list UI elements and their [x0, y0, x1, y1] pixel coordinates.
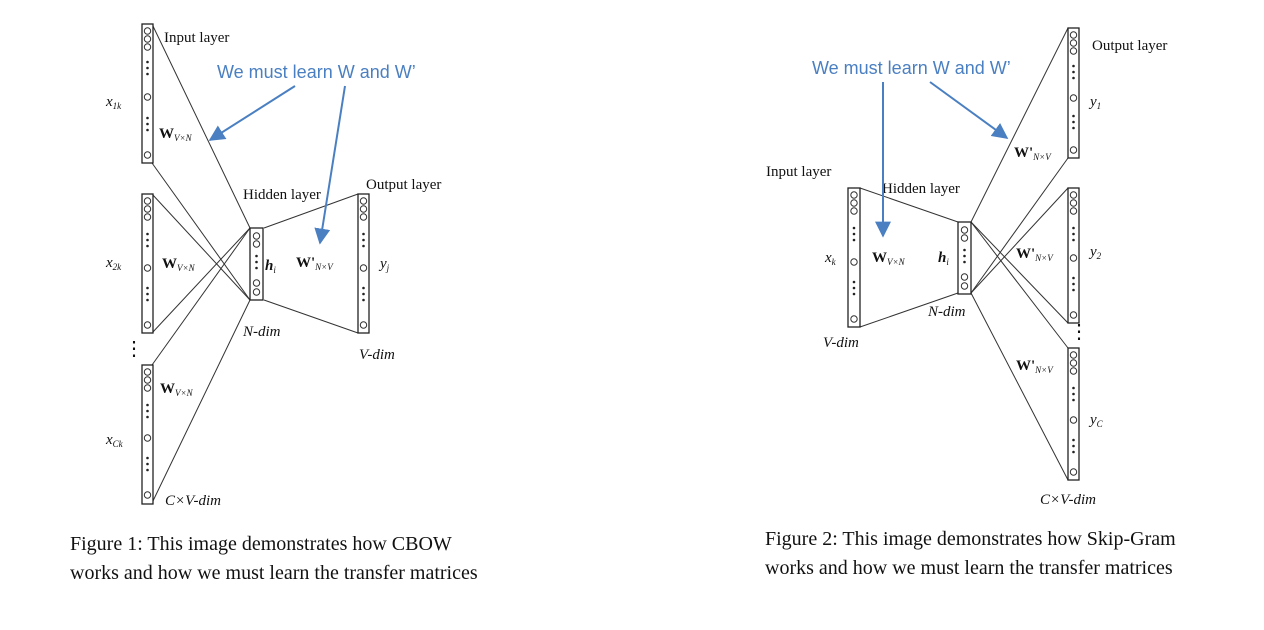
skipgram-output-layer-label: Output layer — [1092, 38, 1167, 54]
cbow-x1k-label: x1k — [105, 94, 122, 111]
skipgram-input-layer-label: Input layer — [766, 164, 831, 180]
cbow-diagram: Input layer Hidden layer Output layer x1… — [105, 23, 441, 509]
skipgram-output-vector-c — [1067, 347, 1080, 481]
cbow-input-layer-label: Input layer — [164, 30, 229, 46]
skipgram-cv-dim-label: C×V-dim — [1040, 492, 1096, 508]
skipgram-y2-label: y2 — [1088, 244, 1102, 261]
cbow-n-dim-label: N-dim — [242, 324, 281, 340]
cbow-input-vector-1 — [141, 23, 154, 164]
skipgram-hidden-layer-label: Hidden layer — [882, 181, 960, 197]
skipgram-wprime-label-c: W'N×V — [1016, 358, 1054, 375]
cbow-wprime-label: W'N×V — [296, 255, 334, 272]
cbow-ellipsis: ⋮ — [124, 338, 144, 360]
cbow-w-label-1: WV×N — [159, 126, 193, 143]
cbow-output-layer-label: Output layer — [366, 177, 441, 193]
cbow-input-vector-c — [141, 364, 154, 505]
skipgram-w-label: WV×N — [872, 250, 906, 267]
cbow-cv-dim-label: C×V-dim — [165, 493, 221, 509]
cbow-arrow-to-w — [208, 85, 296, 141]
cbow-x2k-label: x2k — [105, 255, 122, 272]
skipgram-output-vector-1 — [1067, 27, 1080, 159]
skipgram-h-label: hi — [938, 250, 949, 267]
cbow-v-dim-label: V-dim — [359, 347, 395, 363]
cbow-arrow-to-wprime — [314, 85, 346, 245]
cbow-input-vector-2 — [141, 193, 154, 334]
skipgram-xk-label: xk — [824, 250, 837, 267]
cbow-w-label-2: WV×N — [162, 256, 196, 273]
skipgram-arrow-to-wprime — [929, 81, 1009, 139]
cbow-annotation: We must learn W and W’ — [217, 62, 416, 82]
cbow-edges — [151, 23, 359, 504]
skipgram-yc-label: yC — [1088, 412, 1104, 429]
skipgram-n-dim-label: N-dim — [927, 304, 966, 320]
skipgram-wprime-label-2: W'N×V — [1016, 246, 1054, 263]
cbow-h-label: hi — [265, 258, 276, 275]
skipgram-hidden-vector — [957, 221, 972, 295]
skipgram-input-vector — [847, 187, 861, 328]
skipgram-y1-label: y1 — [1088, 94, 1101, 111]
skipgram-edges — [859, 27, 1069, 481]
cbow-hidden-layer-label: Hidden layer — [243, 187, 321, 203]
figure2-caption: Figure 2: This image demonstrates how Sk… — [765, 528, 1176, 579]
cbow-hidden-vector — [249, 227, 264, 301]
cbow-xck-label: xCk — [105, 432, 124, 449]
skipgram-v-dim-label: V-dim — [823, 335, 859, 351]
skipgram-ellipsis: ⋮ — [1069, 321, 1089, 343]
cbow-output-vector — [357, 193, 370, 334]
figure1-caption: Figure 1: This image demonstrates how CB… — [70, 533, 478, 584]
skipgram-output-vector-2 — [1067, 187, 1080, 324]
skipgram-diagram: Input layer Hidden layer Output layer xk… — [766, 27, 1167, 508]
cbow-w-label-c: WV×N — [160, 381, 194, 398]
cbow-yj-label: yj — [378, 256, 390, 273]
skipgram-wprime-label-1: W'N×V — [1014, 145, 1052, 162]
skipgram-annotation: We must learn W and W’ — [812, 58, 1011, 78]
